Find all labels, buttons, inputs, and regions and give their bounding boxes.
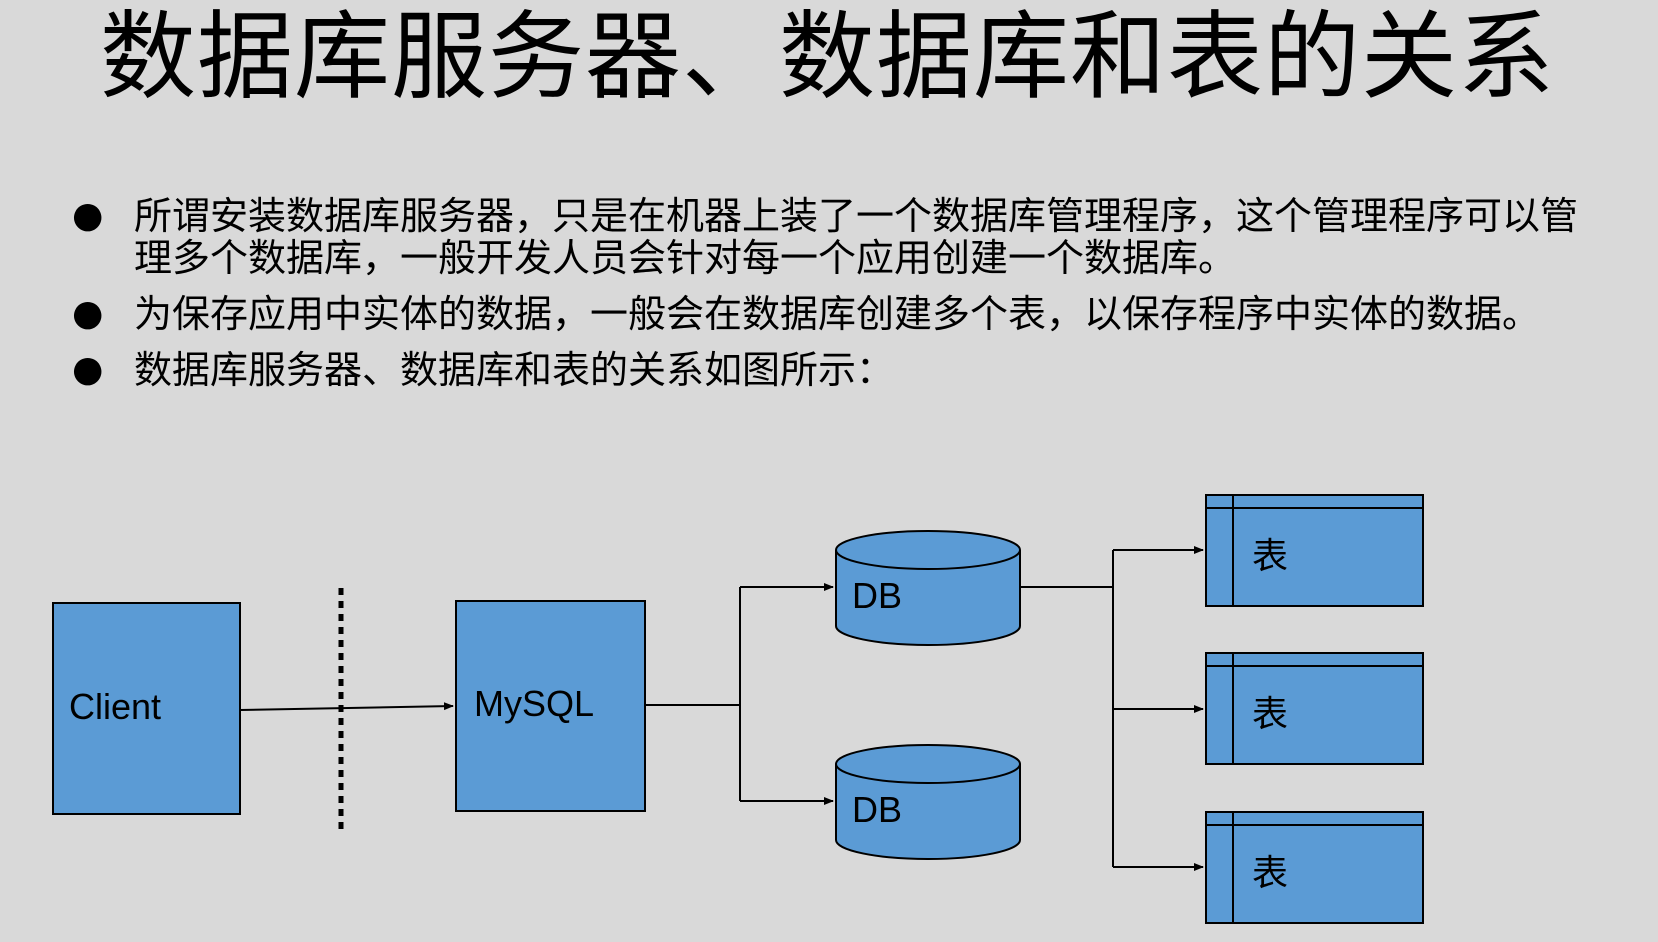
server-label: MySQL (474, 683, 594, 724)
bullet-dot-icon: ● (72, 349, 104, 390)
bullet-text: 所谓安装数据库服务器，只是在机器上装了一个数据库管理程序，这个管理程序可以管理多… (134, 194, 1579, 280)
mysql-server-node: MySQL (455, 600, 646, 812)
database-label: DB (852, 575, 902, 616)
bullet-item: ● 所谓安装数据库服务器，只是在机器上装了一个数据库管理程序，这个管理程序可以管… (66, 195, 1596, 279)
bullet-item: ● 为保存应用中实体的数据，一般会在数据库创建多个表，以保存程序中实体的数据。 (66, 293, 1596, 335)
client-node: Client (52, 602, 241, 815)
table-label: 表 (1252, 853, 1288, 894)
slide-title: 数据库服务器、数据库和表的关系 (100, 1, 1555, 113)
bullet-dot-icon: ● (72, 293, 104, 334)
table-label: 表 (1252, 694, 1288, 735)
database-cylinder: DB (835, 744, 1021, 860)
database-cylinder: DB (835, 530, 1021, 646)
db-to-table-connectors (1020, 546, 1204, 871)
table-node: 表 (1205, 494, 1424, 607)
bullet-text: 数据库服务器、数据库和表的关系如图所示： (134, 348, 895, 392)
table-label: 表 (1252, 536, 1288, 577)
server-to-db-connectors (645, 583, 834, 805)
client-to-server-arrow (239, 702, 454, 711)
bullet-dot-icon: ● (72, 195, 104, 236)
client-label: Client (69, 686, 161, 727)
table-node: 表 (1205, 652, 1424, 765)
bullet-text: 为保存应用中实体的数据，一般会在数据库创建多个表，以保存程序中实体的数据。 (134, 292, 1541, 336)
table-node: 表 (1205, 811, 1424, 924)
database-label: DB (852, 789, 902, 830)
bullet-item: ● 数据库服务器、数据库和表的关系如图所示： (66, 349, 1596, 391)
bullet-list: ● 所谓安装数据库服务器，只是在机器上装了一个数据库管理程序，这个管理程序可以管… (66, 195, 1596, 405)
